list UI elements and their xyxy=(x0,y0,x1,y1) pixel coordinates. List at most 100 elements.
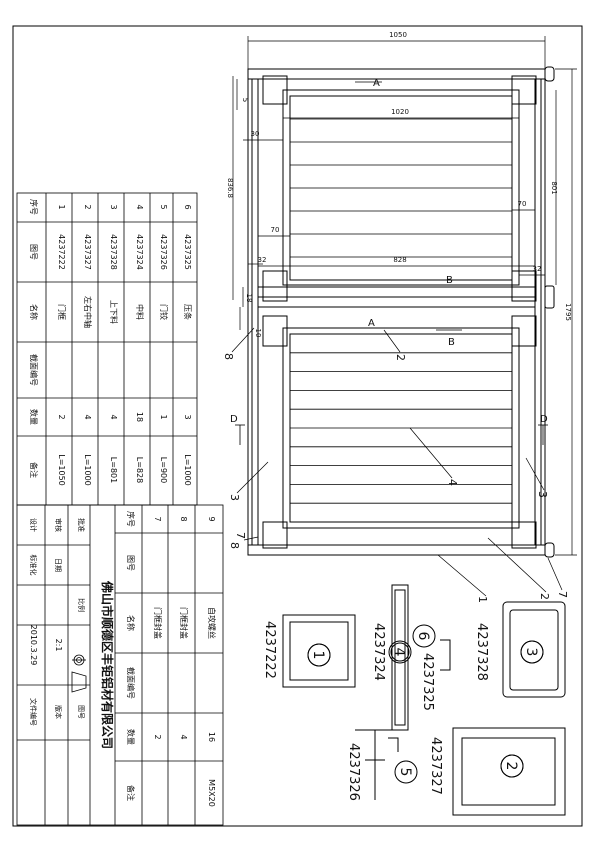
section-d-right: D xyxy=(540,414,548,425)
bom-cell: L=1000 xyxy=(183,454,192,486)
dimension-labels: 1050 1020 828 1795 801 836.8 5 30 70 70 … xyxy=(226,31,572,337)
title-block xyxy=(16,504,224,826)
dim-overall-height: 1795 xyxy=(564,303,572,321)
bom-cell: 2 xyxy=(83,204,92,209)
sheet-border xyxy=(12,25,583,827)
scale-value: 2:1 xyxy=(54,639,63,652)
bom-header-cell: 名称 xyxy=(29,304,39,320)
dim-mid-width: 828 xyxy=(393,256,406,264)
dim-32b: 32 xyxy=(533,265,542,273)
bom-cell: L=1050 xyxy=(57,454,66,486)
callout-7-bottom: 7 xyxy=(556,591,569,598)
callout-3-left: 3 xyxy=(228,494,241,501)
callout-2-bottom: 2 xyxy=(538,593,551,600)
bom2-cell: 门框封盖 xyxy=(153,607,163,639)
profile-labels: 1423722224237327342373284423732454237326… xyxy=(262,621,544,801)
bom-header-cell: 截面编号 xyxy=(29,354,39,386)
title-block-cells: 2:1 2010.3.29 佛山市顺德区丰钜铝材有限公司 xyxy=(29,580,115,749)
title-block-labels: 设计审核批准标准化日期比例文件编号版本图号 xyxy=(29,518,86,726)
bom2-cell: 9 xyxy=(207,516,216,521)
dim-32a: 32 xyxy=(258,256,267,264)
bom-cells: 序号图号名称截面编号数量备注14237222门框2L=105024237327左… xyxy=(29,199,193,486)
title-block-label: 标准化 xyxy=(29,555,38,576)
bom-cell: 上下料 xyxy=(109,300,119,324)
dim-10: 10 xyxy=(254,329,262,338)
bom-cell: 1 xyxy=(159,414,168,419)
bom-cell: 4237325 xyxy=(183,234,192,270)
bom-cell: 压条 xyxy=(183,304,193,320)
callout-8-bottom: 8 xyxy=(228,542,241,549)
bom2-header-cell: 数量 xyxy=(126,729,136,745)
title-block-label: 设计 xyxy=(29,518,38,532)
dim-side-height: 836.8 xyxy=(226,178,234,198)
bom-cell: 2 xyxy=(57,414,66,419)
title-block-label: 文件编号 xyxy=(29,698,38,726)
bom-cell: 4 xyxy=(135,204,144,209)
section-b-top: B xyxy=(446,275,453,286)
section-b-mid: B xyxy=(448,337,455,348)
profile-number-ring xyxy=(394,760,418,784)
profile-sections xyxy=(282,584,566,816)
lower-slats xyxy=(290,352,512,504)
profile-number-ring xyxy=(520,640,544,664)
bom-cell: 中料 xyxy=(135,304,145,320)
bom2-cell: M5X20 xyxy=(207,779,216,807)
bom-cell: 4237328 xyxy=(109,234,118,270)
bom2-header-cell: 截面编号 xyxy=(126,667,136,699)
bom-cell: 4 xyxy=(109,414,118,419)
bom-cell: 门铰 xyxy=(159,304,169,320)
title-block-label: 批准 xyxy=(77,518,86,532)
bom-cell: 3 xyxy=(183,414,192,419)
dim-inner-width: 1020 xyxy=(391,108,409,116)
title-block-label: 版本 xyxy=(54,705,63,719)
bom-cell: L=801 xyxy=(109,457,118,483)
date-value: 2010.3.29 xyxy=(29,625,38,666)
profile-number: 1 xyxy=(310,651,326,660)
bom-cell: L=1000 xyxy=(83,454,92,486)
bom-cell: 4237327 xyxy=(83,234,92,270)
bom-table xyxy=(16,192,198,506)
bom-header-cell: 数量 xyxy=(29,409,39,425)
bom2-header-cell: 序号 xyxy=(126,511,136,527)
dim-overall-width: 1050 xyxy=(389,31,407,39)
callout-3-right: 3 xyxy=(536,491,549,498)
dim-18: 18 xyxy=(245,294,253,303)
section-a-top: A xyxy=(373,78,380,89)
bom2-header-cell: 名称 xyxy=(126,615,136,631)
bom-cell: 门框 xyxy=(57,304,67,320)
bom-header-cell: 序号 xyxy=(29,199,39,215)
profile-code: 4237222 xyxy=(262,621,277,679)
bom-cell: 4237324 xyxy=(135,234,144,270)
dim-5: 5 xyxy=(241,98,249,102)
bom-header-cell: 备注 xyxy=(29,462,39,478)
callout-4: 4 xyxy=(446,479,459,486)
bom-cell: L=900 xyxy=(159,457,168,483)
profile-number-ring xyxy=(388,640,412,664)
callout-2-top: 2 xyxy=(394,354,407,361)
callout-1: 1 xyxy=(476,596,489,603)
profile-number-ring xyxy=(412,624,436,648)
profile-code: 4237325 xyxy=(420,653,435,711)
title-block-label: 图号 xyxy=(77,705,85,719)
bom2-cell: 7 xyxy=(153,516,162,521)
bom-cell: 4 xyxy=(83,414,92,419)
profile-number: 6 xyxy=(415,632,431,641)
bom-cell: 4237326 xyxy=(159,234,168,270)
profile-number: 3 xyxy=(523,648,539,657)
bom2-cell: 自攻螺丝 xyxy=(207,607,217,639)
bom-cell: 3 xyxy=(109,204,118,209)
bom-cell: 5 xyxy=(159,204,168,209)
dimension-lines xyxy=(232,36,577,556)
bom-cell: 6 xyxy=(183,204,192,209)
bom2-cell: 16 xyxy=(207,732,216,742)
dim-panel-height: 801 xyxy=(550,181,558,194)
leader-lines xyxy=(231,327,563,597)
profile-number-ring xyxy=(307,643,331,667)
callout-7-top: 7 xyxy=(234,532,247,539)
profile-code: 4237327 xyxy=(428,737,443,795)
section-markers xyxy=(235,81,548,445)
title-block-label: 审核 xyxy=(54,518,63,532)
title-block-label: 比例 xyxy=(77,598,86,612)
bom2-cell: 8 xyxy=(179,516,188,521)
section-a-mid: A xyxy=(368,318,375,329)
